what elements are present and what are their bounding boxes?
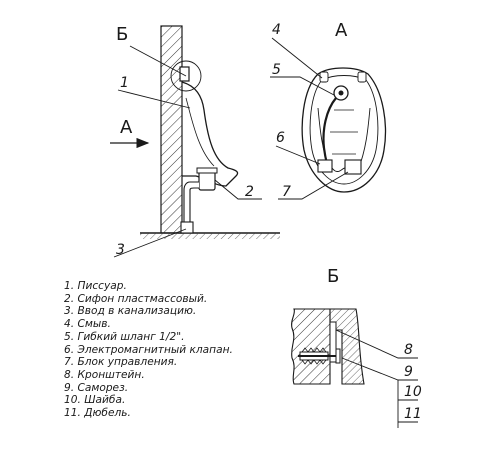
leader-5: [270, 76, 335, 96]
wall: [160, 25, 183, 234]
detail-dowel-teeth-bottom: [301, 359, 327, 365]
floor-hatch: [140, 233, 280, 239]
leader-3: [113, 228, 187, 258]
solenoid-valve: [317, 159, 333, 173]
leader-8: [335, 329, 418, 359]
leader-4: [271, 37, 323, 79]
legend-item: 3. Ввод в канализацию.: [64, 305, 197, 318]
parts-legend: 1. Писсуар. 2. Сифон пластмассовый. 3. В…: [64, 280, 324, 420]
detail-b-title: Б: [327, 266, 339, 287]
drain-inlet: [180, 221, 194, 234]
siphon-cap: [196, 167, 218, 174]
urinal-inner-line: [185, 97, 215, 167]
legend-item: 11. Дюбель.: [64, 407, 131, 420]
detail-b-circle: [170, 60, 202, 92]
leader-6: [275, 145, 321, 165]
control-cable: [331, 167, 346, 173]
legend-item: 7. Блок управления.: [64, 356, 178, 369]
flush-fitting: [179, 66, 190, 82]
leader-section-b: [129, 45, 187, 77]
callout-11: 11: [404, 406, 422, 422]
callout-7: 7: [282, 184, 291, 200]
callout-6: 6: [276, 130, 285, 146]
detail-wall: [291, 308, 331, 385]
mount-slot-left: [319, 71, 329, 83]
view-a-marker: А: [120, 117, 133, 138]
callout-5: 5: [272, 62, 281, 78]
section-b-label: Б: [116, 24, 128, 45]
detail-bracket: [329, 321, 337, 363]
leader-7: [278, 171, 349, 200]
legend-item: 2. Сифон пластмассовый.: [64, 292, 208, 305]
view-a-title: А: [335, 20, 348, 41]
callout-2: 2: [245, 184, 254, 200]
legend-item: 5. Гибкий шланг 1/2".: [64, 330, 185, 343]
flush-head-center: [338, 90, 344, 96]
control-block: [344, 159, 362, 175]
leader-1: [117, 89, 191, 109]
legend-item: 10. Шайба.: [64, 394, 126, 407]
legend-item: 6. Электромагнитный клапан.: [64, 343, 233, 356]
legend-item: 8. Кронштейн.: [64, 368, 145, 381]
legend-item: 4. Смыв.: [64, 318, 111, 331]
detail-washer: [335, 348, 341, 364]
side-view: А Б 1 2 3: [110, 24, 280, 258]
detail-urinal-edge: [329, 308, 365, 385]
mount-slot-right: [357, 71, 367, 83]
callout-3: 3: [116, 242, 125, 258]
detail-b: Б 8 9 10 11: [291, 266, 422, 428]
siphon-pipe: [183, 181, 199, 225]
detail-dowel-teeth: [301, 347, 327, 353]
legend-item: 9. Саморез.: [64, 381, 129, 394]
callout-9: 9: [404, 364, 413, 380]
callout-10: 10: [404, 384, 422, 400]
callout-8: 8: [404, 342, 413, 358]
legend-item: 1. Писсуар.: [64, 280, 127, 292]
leader-2: [214, 179, 262, 200]
callout-4: 4: [272, 22, 281, 38]
view-a: А 4 5 6 7: [270, 20, 387, 200]
callout-1: 1: [120, 75, 129, 91]
